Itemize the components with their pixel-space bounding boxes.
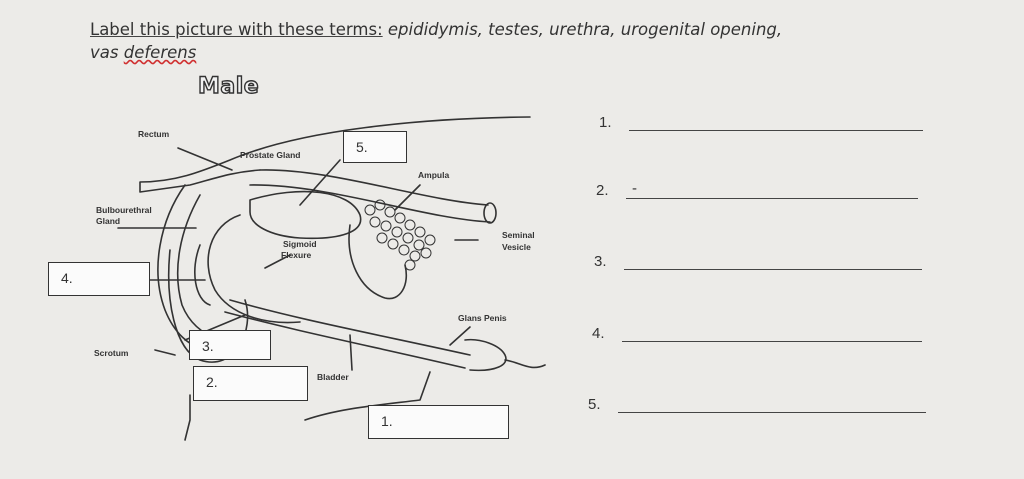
answer-number: 3. [594, 253, 607, 270]
leader-prostate [299, 159, 341, 206]
instruction-vas: vas [90, 43, 119, 62]
diagram-title: Male [197, 73, 260, 99]
answer-row-1: 1. [599, 114, 923, 131]
label-vesicle: Vesicle [502, 242, 531, 252]
ampula-upper [259, 169, 489, 206]
pelvic-wall-inner [176, 194, 221, 341]
leader-ampula [394, 184, 421, 211]
answer-line[interactable] [626, 198, 918, 199]
answer-line[interactable] [624, 269, 922, 270]
label-box-1[interactable]: 1. [368, 405, 509, 439]
answer-number: 1. [599, 114, 612, 131]
pelvic-wall [157, 184, 201, 349]
urethra-upper [229, 299, 471, 356]
instructions: Label this picture with these terms: epi… [90, 18, 910, 64]
urogenital-tip [504, 359, 546, 369]
label-box-4[interactable]: 4. [48, 262, 150, 296]
testis-inner [194, 244, 211, 306]
seminal-vesicle [364, 199, 436, 271]
label-box-2[interactable]: 2. [193, 366, 308, 401]
label-ampula: Ampula [418, 170, 449, 180]
answer-number: 4. [592, 325, 605, 342]
label-seminal: Seminal [502, 230, 535, 240]
leader-glans [449, 326, 471, 346]
ampula-end [483, 202, 497, 224]
answer-line[interactable] [618, 412, 926, 413]
sigmoid-outline [207, 214, 301, 324]
answer-number: 2. [596, 182, 609, 199]
leader-scrotum [154, 349, 176, 356]
urethra-lower [224, 311, 466, 369]
bladder-loop [348, 224, 407, 300]
leader-bladder [349, 334, 353, 371]
answer-mark: - [632, 180, 637, 197]
answer-number: 5. [588, 396, 601, 413]
answer-line[interactable] [629, 130, 923, 131]
ampula-lower [249, 184, 491, 223]
leader-rectum [177, 147, 233, 171]
leader-box2 [184, 394, 191, 441]
label-bladder: Bladder [317, 372, 349, 382]
label-box-5[interactable]: 5. [343, 131, 407, 163]
answer-row-4: 4. [592, 325, 922, 342]
leader-box1 [304, 371, 431, 421]
label-bulbourethral-gland: Gland [96, 216, 120, 226]
instruction-prefix: Label this picture with these terms: [90, 20, 383, 39]
instruction-terms: epididymis, testes, urethra, urogenital … [387, 20, 783, 39]
instruction-deferens: deferens [123, 43, 197, 62]
answer-line[interactable] [622, 341, 922, 342]
glans-outline [464, 338, 507, 372]
label-prostate: Prostate Gland [240, 150, 300, 160]
label-box-3[interactable]: 3. [189, 330, 271, 360]
label-sigmoid: Sigmoid [283, 239, 317, 249]
prostate-outline [249, 190, 362, 240]
label-bulbourethral: Bulbourethral [96, 205, 152, 215]
answer-row-5: 5. [588, 396, 926, 413]
rectum-outline [139, 116, 531, 193]
label-flexure: Flexure [281, 250, 312, 260]
leader-sigmoid [264, 254, 291, 269]
label-scrotum: Scrotum [94, 348, 129, 358]
answer-row-3: 3. [594, 253, 922, 270]
label-glans-penis: Glans Penis [458, 313, 507, 323]
answer-row-2: 2. - [596, 180, 918, 199]
label-rectum: Rectum [138, 129, 170, 139]
